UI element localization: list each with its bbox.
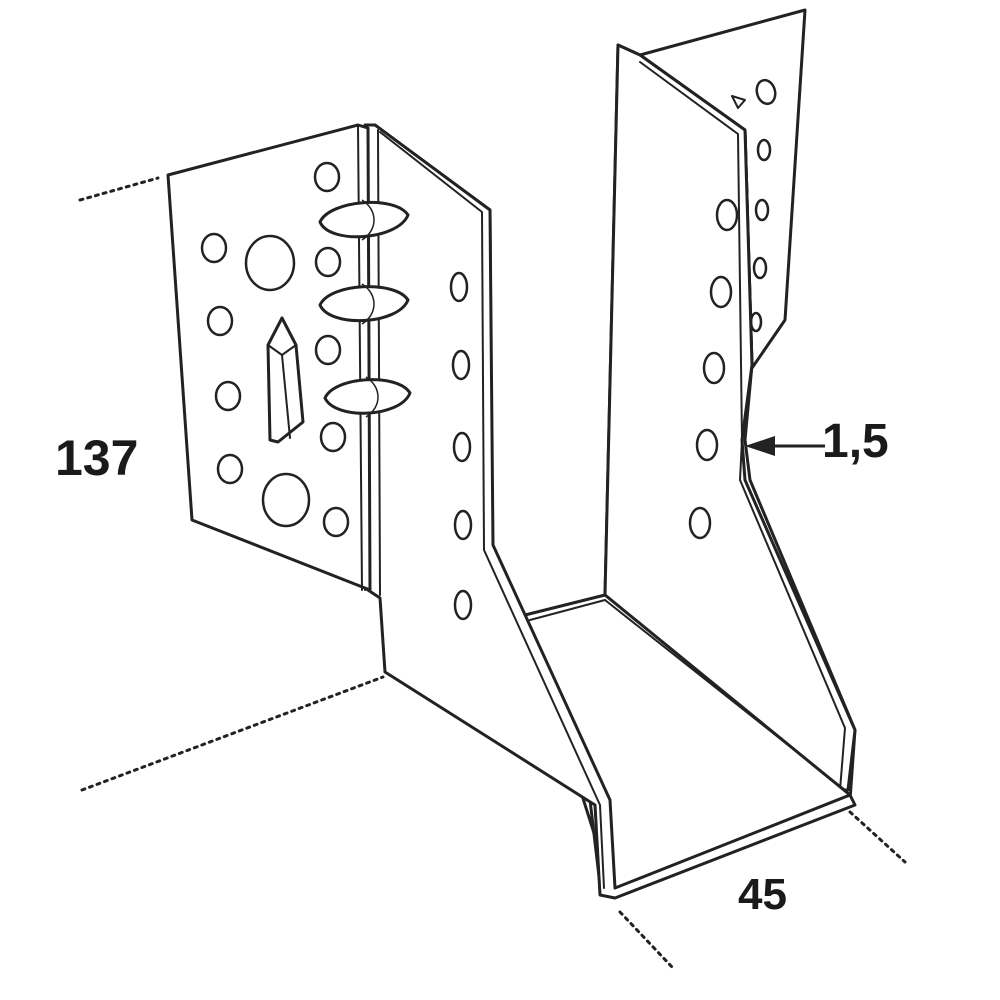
emboss-rib xyxy=(318,283,410,325)
width-left-extension-line xyxy=(618,910,674,969)
height-top-extension-line xyxy=(78,176,160,202)
height-bottom-extension-line xyxy=(80,675,385,792)
emboss-rib xyxy=(318,199,410,241)
flange-hole xyxy=(749,311,763,333)
side-hole xyxy=(688,506,712,540)
flange-hole xyxy=(214,380,242,412)
side-hole xyxy=(709,275,733,309)
width-right-extension-line xyxy=(848,810,907,864)
thickness-dimension-label: 1,5 xyxy=(822,415,889,468)
side-hole xyxy=(449,271,469,303)
flange-hole xyxy=(322,506,350,538)
punched-tab xyxy=(266,316,305,444)
thickness-arrow xyxy=(745,436,825,456)
width-dimension-label: 45 xyxy=(738,870,787,919)
emboss-rib xyxy=(323,376,412,418)
side-hole xyxy=(453,589,473,621)
left-side-wall xyxy=(363,123,857,900)
large-hole xyxy=(261,472,311,528)
flange-hole xyxy=(752,256,768,280)
side-hole xyxy=(702,351,726,385)
flange-hole xyxy=(319,421,347,453)
side-hole xyxy=(452,431,472,463)
large-hole xyxy=(244,234,296,292)
side-hole xyxy=(451,349,471,381)
flange-hole xyxy=(206,305,234,337)
flange-hole xyxy=(755,78,777,106)
nail-tip xyxy=(731,95,746,109)
flange-hole xyxy=(754,198,770,222)
flange-hole xyxy=(216,453,244,485)
flange-hole xyxy=(200,232,228,264)
flange-hole xyxy=(314,334,342,366)
side-hole xyxy=(453,509,473,541)
flange-hole xyxy=(313,161,341,193)
flange-hole xyxy=(756,138,772,162)
side-hole xyxy=(695,428,719,462)
flange-hole xyxy=(314,246,342,278)
side-hole xyxy=(715,198,739,232)
right-flange xyxy=(638,8,807,370)
height-dimension-label: 137 xyxy=(55,430,139,486)
left-flange xyxy=(166,123,412,592)
